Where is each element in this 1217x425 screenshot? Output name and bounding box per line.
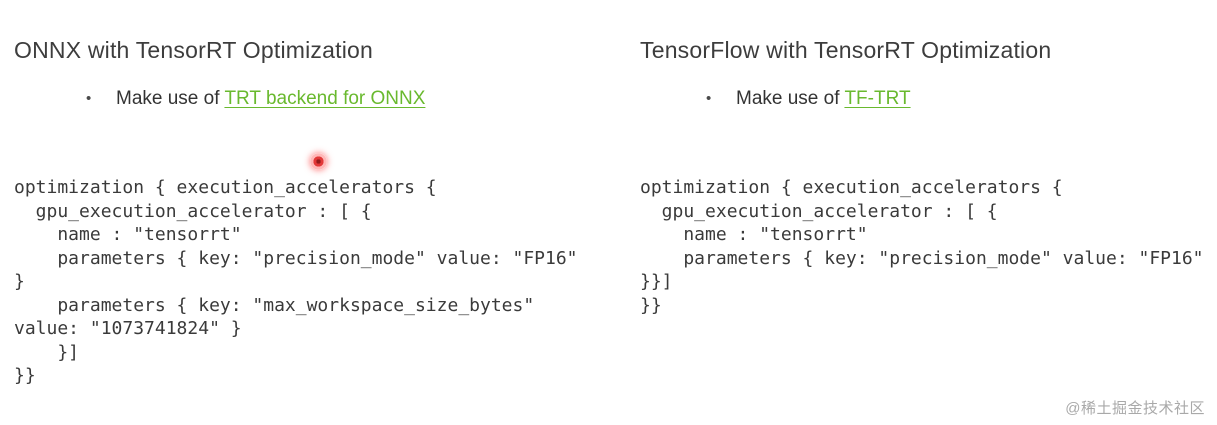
code-line: gpu_execution_accelerator : [ { [14,200,372,222]
code-line: gpu_execution_accelerator : [ { [640,200,998,222]
tensorflow-code-block: optimization { execution_accelerators { … [640,176,1212,317]
tf-trt-link[interactable]: TF-TRT [844,88,911,109]
bullet-icon: • [706,90,712,107]
trt-backend-onnx-link[interactable]: TRT backend for ONNX [224,88,426,109]
bullet-icon: • [86,90,92,107]
tensorflow-bullet-prefix: Make use of [736,88,845,109]
onnx-bullet-prefix: Make use of [116,88,225,109]
code-line: }] [14,341,80,363]
code-line: name : "tensorrt" [640,224,868,245]
code-line: value: "1073741824" } [14,318,242,339]
code-line: parameters { key: "max_workspace_size_by… [14,294,535,316]
code-line: optimization { execution_accelerators { [640,177,1063,198]
tensorflow-title: TensorFlow with TensorRT Optimization [640,37,1052,63]
tensorflow-bullet-row: • Make use of TF-TRT [640,87,1212,111]
code-line: optimization { execution_accelerators { [14,177,437,198]
code-line: parameters { key: "precision_mode" value… [14,247,578,269]
tensorflow-section: TensorFlow with TensorRT Optimization • … [640,36,1212,317]
watermark: @稀土掘金技术社区 [1065,400,1205,417]
code-line: name : "tensorrt" [14,224,242,245]
onnx-title: ONNX with TensorRT Optimization [14,37,373,63]
code-line: parameters { key: "precision_mode" value… [640,247,1204,269]
onnx-code-block: optimization { execution_accelerators { … [14,176,628,388]
tensorflow-bullet-text: Make use of TF-TRT [736,87,911,111]
code-line: }} [640,294,662,316]
onnx-section: ONNX with TensorRT Optimization • Make u… [14,36,628,388]
code-line: }}] [640,271,673,292]
code-line: }} [14,365,36,386]
code-line: } [14,271,25,292]
onnx-bullet-row: • Make use of TRT backend for ONNX [14,87,628,111]
onnx-bullet-text: Make use of TRT backend for ONNX [116,87,425,111]
